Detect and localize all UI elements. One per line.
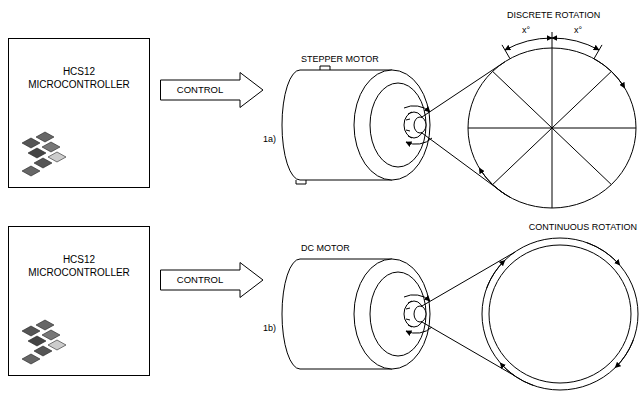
- arrow-label: CONTROL: [160, 270, 240, 290]
- microcontroller-box: HCS12 MICROCONTROLLER: [8, 38, 150, 188]
- figure-number: 1a): [262, 134, 277, 145]
- figure-number: 1b): [262, 323, 277, 334]
- control-arrow: CONTROL: [160, 72, 264, 108]
- motor-label: STEPPER MOTOR: [300, 54, 380, 65]
- motor-label: DC MOTOR: [300, 243, 351, 254]
- microcontroller-box: HCS12 MICROCONTROLLER: [8, 226, 150, 376]
- control-arrow: CONTROL: [160, 262, 264, 298]
- controller-name: HCS12 MICROCONTROLLER: [23, 65, 135, 91]
- rotation-caption: DISCRETE ROTATION: [506, 10, 601, 21]
- controller-name: HCS12 MICROCONTROLLER: [23, 253, 135, 279]
- angle-label: x°: [573, 25, 583, 36]
- rotation-caption: CONTINUOUS ROTATION: [528, 222, 638, 233]
- arrow-label: CONTROL: [160, 80, 240, 100]
- angle-label: x°: [521, 25, 531, 36]
